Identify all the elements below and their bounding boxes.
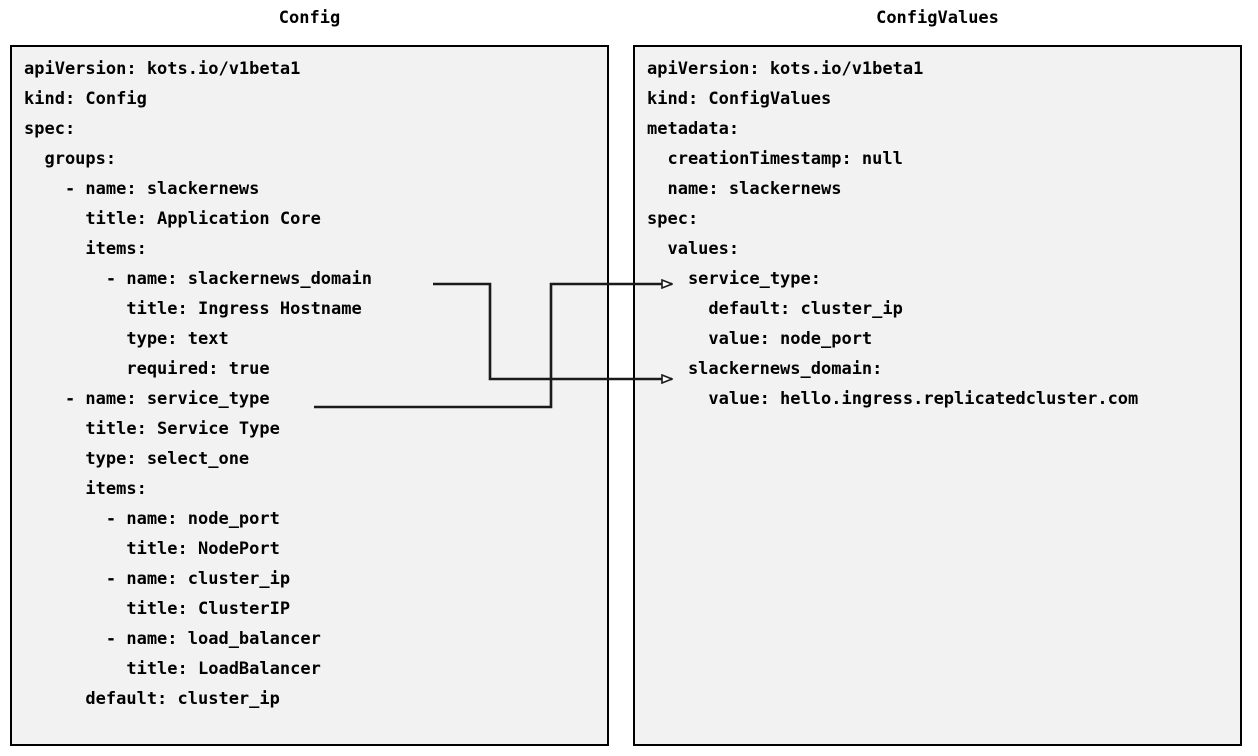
config-line-13: title: Service Type [24, 419, 280, 439]
config-line-17: title: NodePort [24, 539, 280, 559]
config-line-11: required: true [24, 359, 270, 379]
config-line-4: groups: [24, 149, 117, 169]
configvalues-line-10: value: node_port [647, 329, 873, 349]
config-line-16: - name: node_port [24, 509, 280, 529]
configvalues-line-11: slackernews_domain: [647, 359, 883, 379]
configvalues-line-1: apiVersion: kots.io/v1beta1 [647, 59, 924, 79]
configvalues-line-6: spec: [647, 209, 699, 229]
config-line-12: - name: service_type [24, 389, 270, 409]
config-line-21: title: LoadBalancer [24, 659, 321, 679]
config-panel: apiVersion: kots.io/v1beta1 kind: Config s… [10, 45, 609, 746]
configvalues-yaml-code: apiVersion: kots.io/v1beta1 kind: ConfigV… [647, 54, 1236, 414]
config-line-6: title: Application Core [24, 209, 321, 229]
config-line-8: - name: slackernews_domain [24, 269, 372, 289]
config-line-1: apiVersion: kots.io/v1beta1 [24, 59, 301, 79]
configvalues-line-8: service_type: [647, 269, 821, 289]
config-line-9: title: Ingress Hostname [24, 299, 362, 319]
config-line-19: title: ClusterIP [24, 599, 291, 619]
config-line-2: kind: Config [24, 89, 147, 109]
config-line-10: type: text [24, 329, 229, 349]
configvalues-line-3: metadata: [647, 119, 740, 139]
config-line-14: type: select_one [24, 449, 250, 469]
config-yaml-code: apiVersion: kots.io/v1beta1 kind: Config s… [24, 54, 603, 714]
config-line-5: - name: slackernews [24, 179, 260, 199]
config-line-20: - name: load_balancer [24, 629, 321, 649]
config-line-22: default: cluster_ip [24, 689, 280, 709]
configvalues-panel-title: ConfigValues [876, 8, 999, 28]
config-line-7: items: [24, 239, 147, 259]
configvalues-line-7: values: [647, 239, 740, 259]
configvalues-line-2: kind: ConfigValues [647, 89, 832, 109]
configvalues-panel: apiVersion: kots.io/v1beta1 kind: ConfigV… [633, 45, 1242, 746]
configvalues-line-5: name: slackernews [647, 179, 842, 199]
configvalues-line-9: default: cluster_ip [647, 299, 903, 319]
configvalues-line-12: value: hello.ingress.replicatedcluster.c… [647, 389, 1139, 409]
config-panel-title: Config [278, 8, 341, 28]
config-line-3: spec: [24, 119, 76, 139]
config-line-15: items: [24, 479, 147, 499]
configvalues-line-4: creationTimestamp: null [647, 149, 903, 169]
config-line-18: - name: cluster_ip [24, 569, 291, 589]
